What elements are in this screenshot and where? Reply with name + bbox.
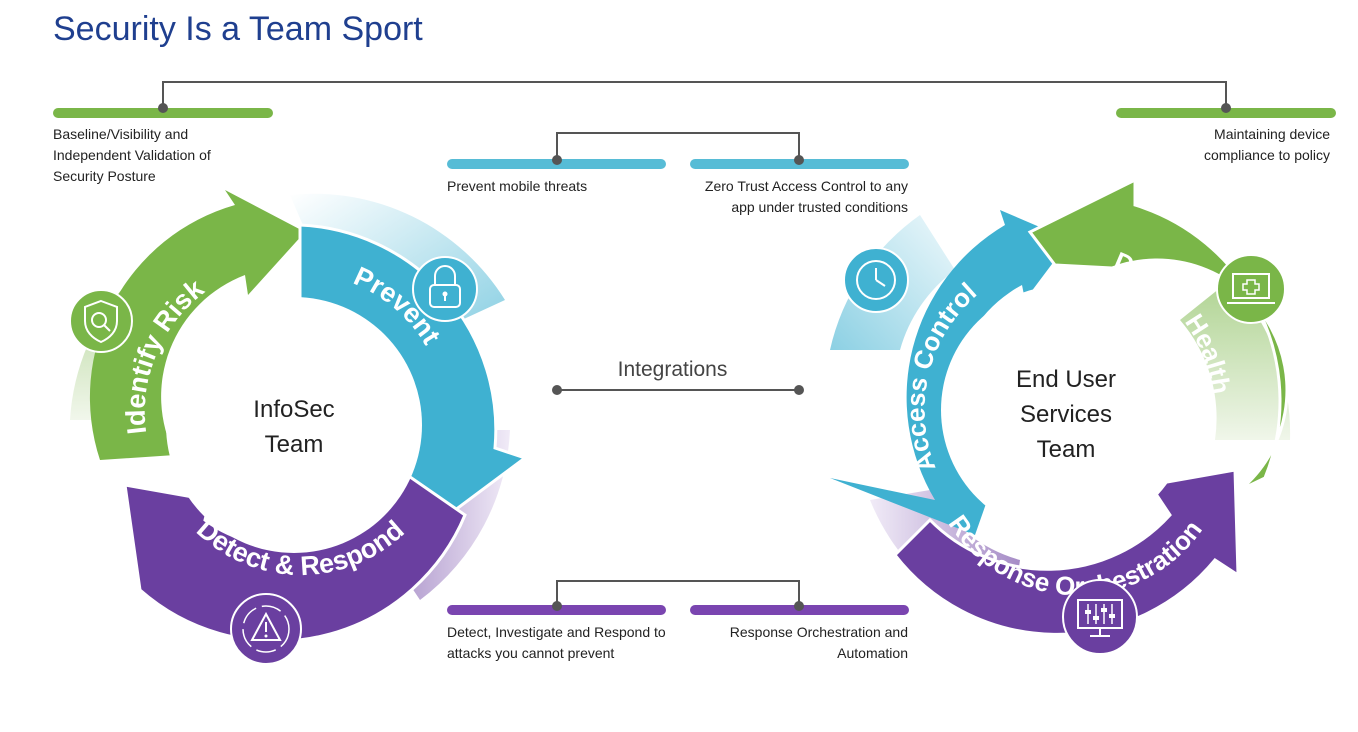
- laptop-medical-icon: [1216, 254, 1286, 324]
- infosec-team-label: InfoSec Team: [204, 392, 384, 462]
- right-fade-green: [1180, 280, 1291, 440]
- note-detect-investigate: Detect, Investigate and Respond to attac…: [447, 624, 666, 661]
- eus-team-line-3: Team: [1036, 436, 1096, 463]
- integrations-label: Integrations: [617, 358, 728, 381]
- page-title: Security Is a Team Sport: [53, 10, 423, 48]
- right-center-disc: [941, 285, 1191, 535]
- eus-team-line-1: End User: [1015, 366, 1117, 393]
- left-arrow-identify-risk: [89, 190, 305, 460]
- end-user-services-team-label: End User Services Team: [966, 362, 1166, 467]
- top-connector: [162, 81, 1227, 108]
- right-arrow-device-health: [1027, 177, 1289, 492]
- control-sliders-monitor-icon: [1062, 579, 1138, 655]
- shield-magnifier-icon: [69, 289, 133, 353]
- integrations-dot-left: [552, 385, 562, 395]
- right-arrow-response-orchestration: [893, 468, 1240, 636]
- dot-baseline: [158, 103, 168, 113]
- dot-device-compliance: [1221, 103, 1231, 113]
- alert-triangle-target-icon: [230, 593, 302, 665]
- padlock-icon: [412, 256, 478, 322]
- note-mobile-threats: Prevent mobile threats: [447, 178, 588, 194]
- dot-detect-investigate: [552, 601, 562, 611]
- infosec-team-line-1: InfoSec: [253, 396, 335, 423]
- infosec-team-line-2: Team: [264, 431, 324, 458]
- mid-top-connector: [556, 132, 800, 160]
- note-zero-trust: Zero Trust Access Control to any app und…: [704, 178, 908, 215]
- clock-icon: [843, 247, 909, 313]
- note-device-compliance: Maintaining device compliance to policy: [1203, 126, 1330, 163]
- left-center-disc: [166, 297, 422, 553]
- dot-zero-trust: [794, 155, 804, 165]
- dot-response-automation: [794, 601, 804, 611]
- note-baseline: Baseline/Visibility and Independent Vali…: [53, 126, 211, 184]
- eus-team-line-2: Services: [1019, 401, 1113, 428]
- note-response-automation: Response Orchestration and Automation: [729, 624, 908, 661]
- bottom-connector: [556, 580, 800, 606]
- dot-mobile-threats: [552, 155, 562, 165]
- integrations-dot-right: [794, 385, 804, 395]
